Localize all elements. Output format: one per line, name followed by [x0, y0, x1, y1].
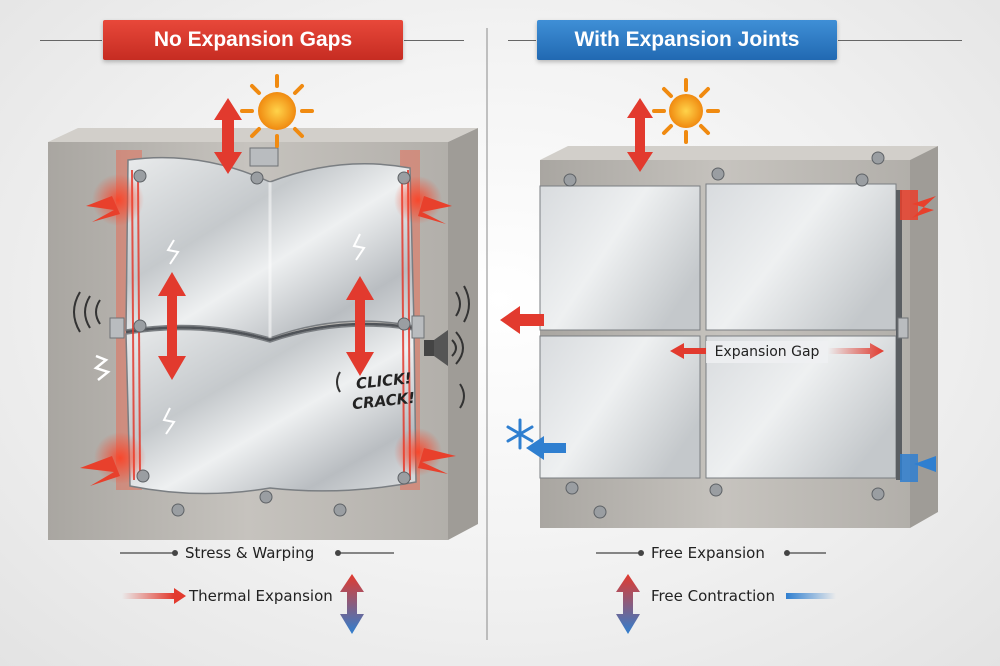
expansion-gap-label: Expansion Gap [706, 341, 828, 363]
panel-top-right [705, 183, 897, 331]
gap-arrow-right [828, 343, 884, 359]
left-wall-top [48, 128, 478, 142]
sound-waves-left [73, 291, 101, 333]
thermal-legend-bar [122, 593, 174, 599]
right-wall-side [910, 146, 938, 528]
contraction-arrow [526, 436, 566, 460]
speaker-icon [424, 330, 464, 366]
stress-legend-dot-right [335, 550, 341, 556]
side-bracket-right [411, 315, 425, 339]
vertical-expansion-arrow [214, 98, 242, 174]
left-title-rule-b [404, 40, 464, 41]
heat-burst-right [912, 196, 936, 218]
panel-stress-arrows [158, 272, 374, 380]
expansion-legend-dot-right [784, 550, 790, 556]
legend-thermal-expansion: Thermal Expansion [189, 587, 333, 605]
thermal-cycle-arrow [340, 574, 364, 634]
sun-icon [240, 74, 314, 148]
legend-free-expansion: Free Expansion [651, 544, 765, 562]
right-legend [596, 550, 836, 634]
left-title-rule-a [40, 40, 102, 41]
heat-gap-indicator [900, 190, 918, 220]
right-side-bracket [897, 317, 909, 339]
right-bolts [563, 151, 885, 519]
top-bracket [249, 147, 279, 167]
gap-arrow-left [670, 343, 706, 359]
thermal-legend-arrowhead [174, 588, 186, 604]
legend-free-contraction: Free Contraction [651, 587, 775, 605]
side-bracket-left [109, 317, 125, 339]
cold-burst-right [914, 456, 936, 472]
legend-stress-warping: Stress & Warping [185, 544, 315, 562]
left-wall-side [448, 128, 478, 540]
warped-panel-bottom [125, 325, 417, 495]
free-expansion-arrow [627, 98, 653, 172]
right-panel-title: With Expansion Joints [537, 20, 837, 60]
outward-expansion-arrow [500, 306, 544, 334]
left-legend [120, 550, 394, 634]
right-title-rule-b [838, 40, 962, 41]
left-panel-title: No Expansion Gaps [103, 20, 403, 60]
left-wall-assembly [48, 74, 478, 540]
panel-top-left [539, 185, 701, 331]
sound-waves-right [336, 285, 470, 409]
contraction-cycle-arrow [616, 574, 640, 634]
snowflake-icon [506, 418, 534, 450]
panel-bottom-left [539, 335, 701, 479]
expansion-legend-dot-left [638, 550, 644, 556]
crack-icon-wall [93, 354, 111, 381]
right-title-rule-a [508, 40, 536, 41]
heat-bursts [72, 174, 462, 486]
cold-gap-indicator [900, 454, 918, 482]
contraction-legend-bar [786, 593, 836, 599]
right-wall-assembly [500, 78, 938, 528]
crack-icon [162, 233, 366, 435]
sun-icon-right [652, 78, 720, 144]
stress-legend-dot-left [172, 550, 178, 556]
